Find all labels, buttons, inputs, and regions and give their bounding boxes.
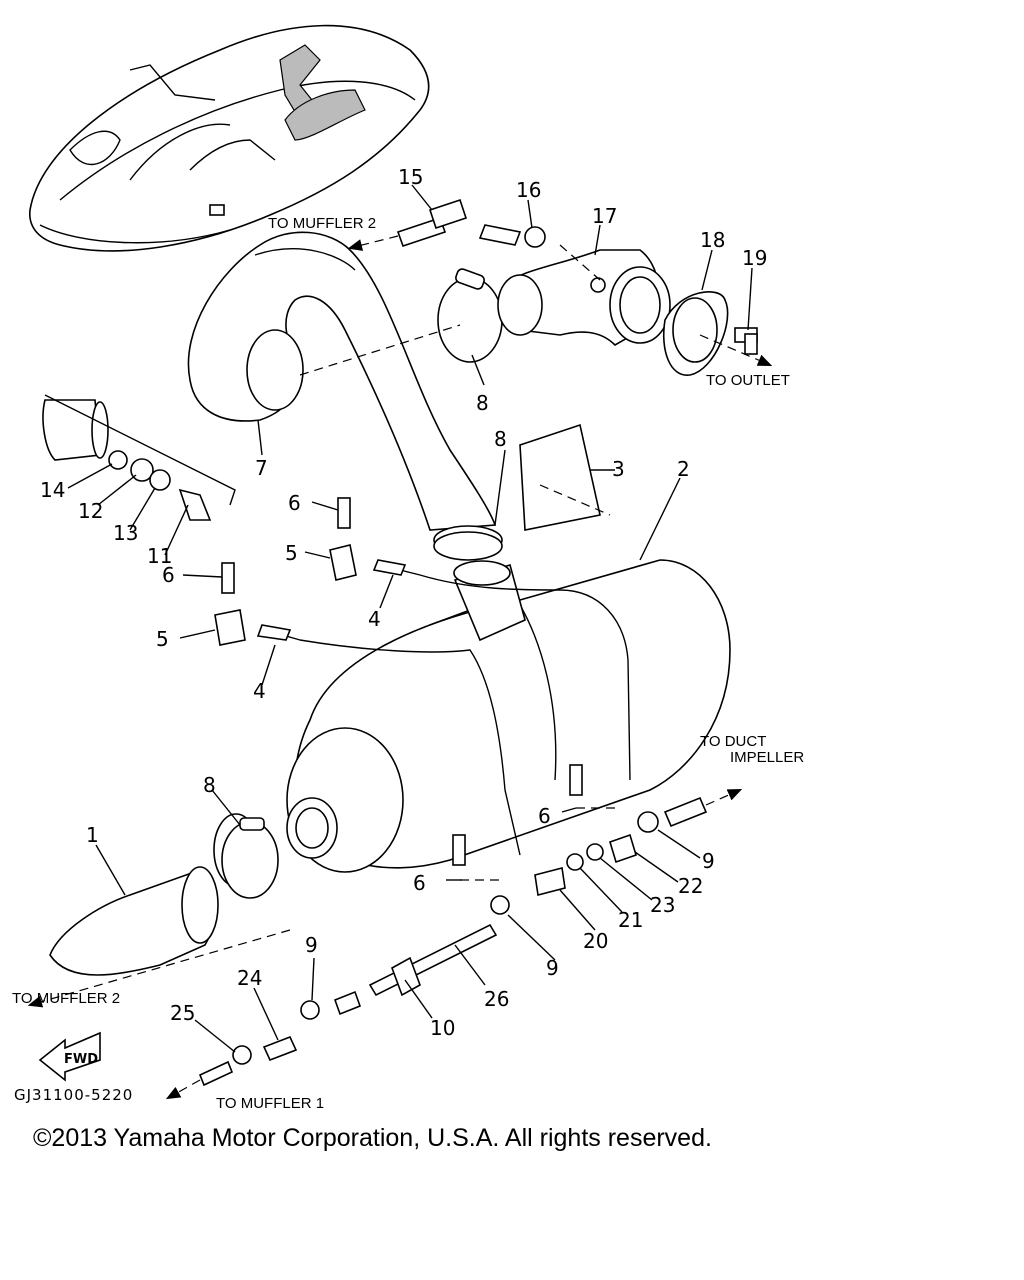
part-number: 15 bbox=[398, 165, 423, 189]
part-number: 22 bbox=[678, 874, 703, 898]
hose-15 bbox=[396, 198, 522, 248]
hose-26 bbox=[333, 923, 498, 1016]
part-number: 6 bbox=[413, 871, 426, 895]
part-number: 10 bbox=[430, 1016, 455, 1040]
fittings-24-25 bbox=[198, 1000, 320, 1087]
part-number: 6 bbox=[288, 491, 301, 515]
part-number: 6 bbox=[162, 563, 175, 587]
part-number: 17 bbox=[592, 204, 617, 228]
assembly-lines bbox=[27, 235, 773, 1100]
hose-clamp-16 bbox=[524, 226, 546, 248]
fwd-label: FWD bbox=[64, 1052, 98, 1067]
part-number: 26 bbox=[484, 987, 509, 1011]
annotations: TO MUFFLER 2 TO OUTLET TO DUCT IMPELLER … bbox=[12, 215, 804, 1112]
leader-lines bbox=[67, 184, 753, 1053]
part-number: 23 bbox=[650, 893, 675, 917]
to-duct-label: TO DUCT bbox=[700, 733, 766, 750]
impeller-label: IMPELLER bbox=[730, 749, 804, 766]
part-number: 20 bbox=[583, 929, 608, 953]
part-number: 6 bbox=[538, 804, 551, 828]
gasket-18 bbox=[663, 291, 729, 376]
to-muffler1-label: TO MUFFLER 1 bbox=[216, 1095, 324, 1112]
fittings-20-23 bbox=[490, 796, 708, 915]
part-number: 16 bbox=[516, 178, 541, 202]
copyright-notice: ©2013 Yamaha Motor Corporation, U.S.A. A… bbox=[33, 1124, 712, 1152]
part-number: 13 bbox=[113, 521, 138, 545]
hose-clamp-top bbox=[437, 268, 503, 363]
bracket-5 bbox=[214, 544, 357, 646]
part-number: 19 bbox=[742, 246, 767, 270]
part-number: 9 bbox=[702, 849, 715, 873]
watercraft-overview bbox=[29, 24, 430, 252]
part-number: 9 bbox=[305, 933, 318, 957]
drawing-code: GJ31100-5220 bbox=[14, 1086, 133, 1104]
strap-4 bbox=[256, 559, 631, 856]
fitting-group-left bbox=[42, 394, 236, 521]
elbow-17 bbox=[497, 249, 671, 346]
part-number: 2 bbox=[677, 457, 690, 481]
part-number: 12 bbox=[78, 499, 103, 523]
part-number: 4 bbox=[368, 607, 381, 631]
part-number: 11 bbox=[147, 544, 172, 568]
part-number: 1 bbox=[86, 823, 99, 847]
part-number: 3 bbox=[612, 457, 625, 481]
part-number: 8 bbox=[476, 391, 489, 415]
part-number: 5 bbox=[156, 627, 169, 651]
part-number: 9 bbox=[546, 956, 559, 980]
bolt-6-group bbox=[221, 497, 583, 866]
part-number-labels: 15 16 17 18 19 8 8 7 3 2 6 5 6 5 4 4 14 … bbox=[40, 165, 767, 1040]
part-number: 25 bbox=[170, 1001, 195, 1025]
part-number: 18 bbox=[700, 228, 725, 252]
part-number: 8 bbox=[494, 427, 507, 451]
ring-clamp bbox=[433, 525, 503, 561]
part-number: 5 bbox=[285, 541, 298, 565]
part-number: 24 bbox=[237, 966, 262, 990]
bolt-19 bbox=[734, 327, 758, 355]
exhaust-pipe bbox=[187, 231, 497, 531]
part-number: 7 bbox=[255, 456, 268, 480]
part-number: 14 bbox=[40, 478, 65, 502]
to-muffler2-bottom-label: TO MUFFLER 2 bbox=[12, 990, 120, 1007]
muffler-body bbox=[286, 559, 731, 873]
fwd-arrow-icon: FWD bbox=[38, 1031, 101, 1082]
part-number: 4 bbox=[253, 679, 266, 703]
to-outlet-label: TO OUTLET bbox=[706, 372, 790, 389]
part-number: 21 bbox=[618, 908, 643, 932]
to-muffler2-top-label: TO MUFFLER 2 bbox=[268, 215, 376, 232]
part-number: 8 bbox=[203, 773, 216, 797]
